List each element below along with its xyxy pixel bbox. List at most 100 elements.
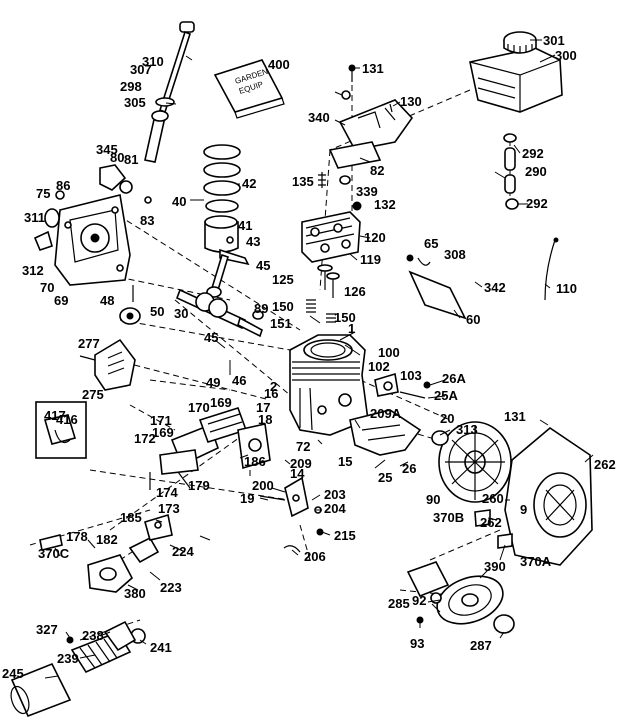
part-label-172: 172 xyxy=(134,431,156,446)
part-label-327: 327 xyxy=(36,622,58,637)
part-label-103: 103 xyxy=(400,368,422,383)
air-cleaner xyxy=(10,513,173,718)
part-label-102: 102 xyxy=(368,359,390,374)
recoil-starter xyxy=(406,561,515,634)
part-label-287: 287 xyxy=(470,638,492,653)
part-label-26: 26 xyxy=(402,461,416,476)
part-label-131: 131 xyxy=(362,61,384,76)
part-label-245: 245 xyxy=(2,666,24,681)
flywheel xyxy=(431,421,512,503)
part-label-241: 241 xyxy=(150,640,172,655)
part-label-19: 19 xyxy=(240,491,254,506)
control-bracket xyxy=(328,64,414,169)
part-label-119: 119 xyxy=(360,252,381,267)
leader-lines xyxy=(44,39,594,679)
part-label-40: 40 xyxy=(172,194,186,209)
part-label-416: 416 xyxy=(56,412,78,427)
part-label-417: 417 xyxy=(44,408,66,423)
part-label-17: 17 xyxy=(256,400,270,415)
part-label-72: 72 xyxy=(296,439,310,454)
part-label-81: 81 xyxy=(124,152,138,167)
fuel-lines xyxy=(406,237,559,320)
cylinder-block xyxy=(289,334,369,436)
part-label-45: 45 xyxy=(256,258,270,273)
part-label-209: 209 xyxy=(290,456,312,471)
governor-parts xyxy=(318,172,362,211)
part-label-203: 203 xyxy=(324,487,346,502)
part-label-89: 89 xyxy=(254,301,268,316)
valves xyxy=(306,264,340,323)
part-label-16: 16 xyxy=(264,386,278,401)
part-label-125: 125 xyxy=(272,272,294,287)
part-label-311: 311 xyxy=(24,210,45,225)
part-label-126: 126 xyxy=(344,284,366,299)
part-label-30: 30 xyxy=(174,306,188,321)
part-label-18: 18 xyxy=(258,412,272,427)
part-label-169: 169 xyxy=(210,395,232,410)
part-label-285: 285 xyxy=(388,596,410,611)
part-label-339: 339 xyxy=(356,184,378,199)
part-label-92: 92 xyxy=(412,593,426,608)
part-label-171: 171 xyxy=(150,413,172,428)
part-label-26a: 26A xyxy=(442,371,466,386)
part-label-65: 65 xyxy=(424,236,438,251)
part-label-86: 86 xyxy=(56,178,70,193)
part-label-173: 173 xyxy=(158,501,180,516)
part-label-301: 301 xyxy=(543,33,565,48)
part-label-370a: 370A xyxy=(520,554,552,569)
cylinder-head xyxy=(301,211,361,263)
part-label-9: 9 xyxy=(520,502,527,517)
part-label-209a: 209A xyxy=(370,406,402,421)
part-label-345: 345 xyxy=(96,142,118,157)
part-label-380: 380 xyxy=(124,586,146,601)
part-label-342: 342 xyxy=(484,280,506,295)
part-label-313: 313 xyxy=(456,422,478,437)
part-label-206: 206 xyxy=(304,549,326,564)
carburetor xyxy=(149,407,271,490)
part-label-14: 14 xyxy=(290,466,305,481)
part-label-238: 238 xyxy=(82,628,104,643)
part-label-169: 169 xyxy=(152,425,174,440)
part-label-215: 215 xyxy=(334,528,356,543)
part-label-93: 93 xyxy=(410,636,424,651)
governor-control xyxy=(259,476,324,553)
part-label-305: 305 xyxy=(124,95,146,110)
part-label-290: 290 xyxy=(525,164,547,179)
part-label-185: 185 xyxy=(120,510,142,525)
dipstick-tube xyxy=(144,21,195,163)
part-label-174: 174 xyxy=(156,485,178,500)
part-label-400: 400 xyxy=(268,57,290,72)
part-label-292: 292 xyxy=(526,196,548,211)
part-label-50: 50 xyxy=(150,304,164,319)
part-label-182: 182 xyxy=(96,532,118,547)
part-label-43: 43 xyxy=(246,234,260,249)
part-label-150: 150 xyxy=(272,299,294,314)
part-label-75: 75 xyxy=(36,186,50,201)
part-label-49: 49 xyxy=(206,375,220,390)
part-label-20: 20 xyxy=(440,411,454,426)
part-label-150: 150 xyxy=(334,310,356,325)
part-label-80: 80 xyxy=(110,150,124,165)
part-label-275: 275 xyxy=(82,387,104,402)
part-label-340: 340 xyxy=(308,110,330,125)
part-label-312: 312 xyxy=(22,263,44,278)
part-label-277: 277 xyxy=(78,336,100,351)
part-label-262: 262 xyxy=(594,457,616,472)
part-label-390: 390 xyxy=(484,559,506,574)
piston-assembly xyxy=(203,144,250,298)
part-label-135: 135 xyxy=(292,174,314,189)
part-label-83: 83 xyxy=(140,213,154,228)
crankshaft xyxy=(175,288,264,338)
part-label-48: 48 xyxy=(100,293,114,308)
crankcase-cover xyxy=(33,164,152,286)
part-label-307: 307 xyxy=(130,62,152,77)
part-label-200: 200 xyxy=(252,478,274,493)
part-label-132: 132 xyxy=(374,197,396,212)
part-label-204: 204 xyxy=(324,501,346,516)
part-label-25a: 25A xyxy=(434,388,458,403)
part-label-110: 110 xyxy=(556,281,577,296)
owners-manual: GARDEN EQUIP xyxy=(213,59,285,119)
part-label-370b: 370B xyxy=(433,510,464,525)
